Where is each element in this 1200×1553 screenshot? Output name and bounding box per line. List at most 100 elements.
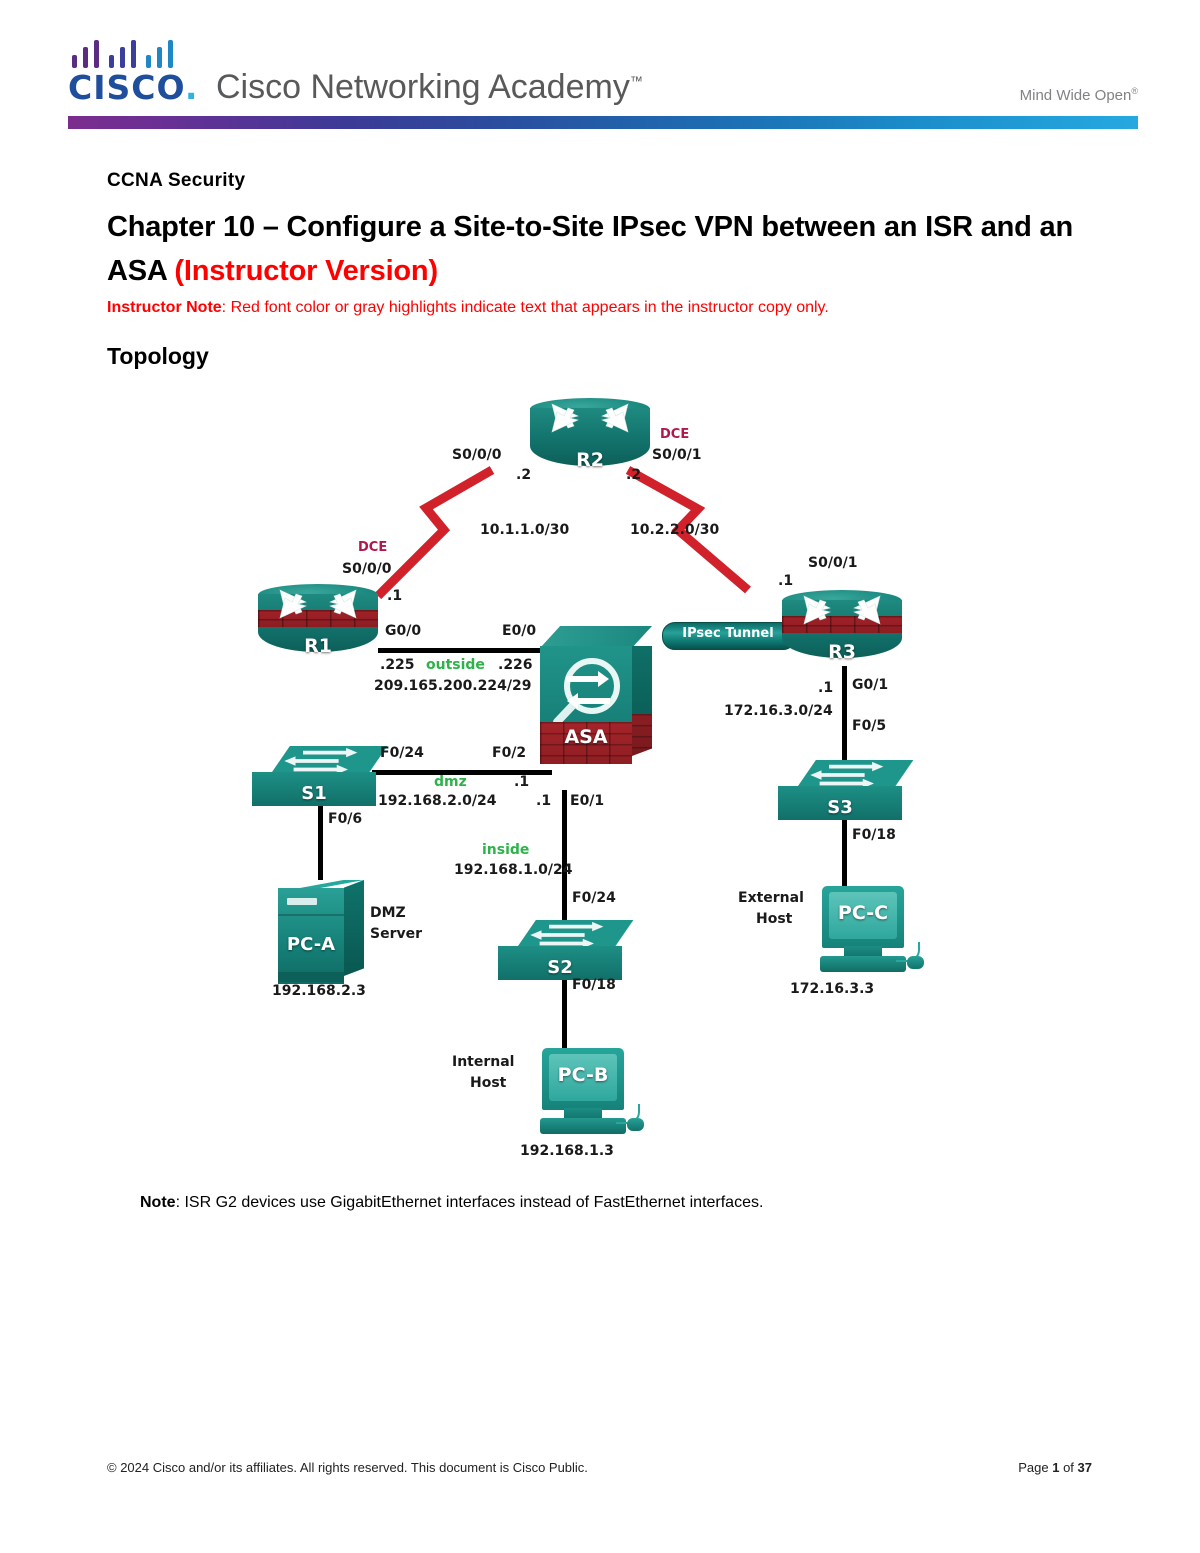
page-title: Chapter 10 – Configure a Site-to-Site IP… (107, 205, 1082, 293)
label-asa-e0-1-ip: .1 (536, 793, 552, 809)
label-r2-s0-0-0-ip: .2 (516, 467, 532, 483)
cisco-bridge-icon (72, 38, 184, 68)
footer-copyright: © 2024 Cisco and/or its affiliates. All … (107, 1460, 588, 1475)
academy-trademark: ™ (629, 73, 643, 89)
pcc-label: PC-C (837, 902, 889, 924)
asa-label: ASA (564, 726, 608, 748)
link-r1-asa (378, 648, 550, 653)
label-net-10-1-1: 10.1.1.0/30 (480, 522, 570, 538)
device-pc-c[interactable]: PC-C (810, 886, 930, 992)
r3-label: R3 (828, 641, 856, 663)
device-s3[interactable]: S3 (770, 760, 918, 822)
label-asa-e0-0-ip: .226 (498, 657, 533, 673)
device-s1[interactable]: S1 (244, 746, 392, 808)
label-pcc-ip: 172.16.3.3 (790, 981, 875, 997)
device-pc-a[interactable]: PC-A (278, 876, 366, 988)
link-s3-pcc (842, 818, 847, 890)
device-r1[interactable]: R1 (258, 584, 378, 662)
label-inside-network: 192.168.1.0/24 (454, 862, 573, 878)
footer-page-middle: of (1059, 1460, 1078, 1475)
serial-link-r1-r2 (374, 466, 495, 600)
pcb-label: PC-B (557, 1064, 609, 1086)
device-asa[interactable]: ASA (540, 626, 652, 776)
label-pcc-role-line2: Host (756, 911, 793, 927)
device-r3[interactable]: R3 (782, 590, 902, 668)
label-s3-f0-5: F0/5 (852, 718, 887, 734)
label-net-10-2-2: 10.2.2.0/30 (630, 522, 720, 538)
asa-firewall-brick (540, 722, 632, 764)
label-r1-s0-0-0-ip: .1 (387, 588, 403, 604)
label-outside-network: 209.165.200.224/29 (374, 678, 532, 694)
label-asa-e0-0: E0/0 (502, 623, 537, 639)
label-dmz-network: 192.168.2.0/24 (378, 793, 497, 809)
r2-label: R2 (576, 449, 604, 471)
page-title-line1: Chapter 10 – Configure a Site-to-Site IP… (107, 211, 973, 243)
device-r2[interactable]: R2 (530, 398, 650, 476)
s1-label: S1 (301, 783, 327, 804)
link-asa-s2 (562, 790, 567, 920)
r2-chassis-body (530, 408, 650, 466)
pca-case-side (344, 880, 364, 976)
instructor-note-label: Instructor Note (107, 299, 222, 316)
pca-drive-slot-icon (287, 898, 317, 905)
academy-title: Cisco Networking Academy™ (216, 68, 643, 107)
label-pcb-role-line1: Internal (452, 1054, 515, 1070)
label-r3-s0-0-1: S0/0/1 (808, 555, 858, 571)
label-r2-s0-0-1-ip: .2 (626, 467, 642, 483)
pcb-screen (549, 1054, 617, 1101)
page-title-line2: and an ASA (107, 211, 1073, 287)
label-r2-dce: DCE (660, 427, 690, 442)
pcc-screen (829, 892, 897, 939)
s2-chassis-top (515, 920, 634, 950)
s3-chassis-top (795, 760, 914, 790)
instructor-note-text: : Red font color or gray highlights indi… (221, 299, 829, 316)
instructor-note: Instructor Note: Red font color or gray … (107, 297, 1087, 319)
router-arrows-icon (551, 403, 629, 433)
isr-note-label: Note (140, 1194, 176, 1211)
pcc-stand-base (820, 956, 906, 972)
s3-chassis-face (778, 786, 902, 820)
label-r3-g0-1: G0/1 (852, 677, 889, 693)
footer-page-total: 37 (1077, 1460, 1092, 1475)
cisco-wordmark-dot: . (184, 68, 199, 107)
page-header: CISCO. Cisco Networking Academy™ Mind Wi… (68, 30, 1138, 130)
pca-label: PC-A (286, 934, 336, 955)
label-zone-inside: inside (482, 842, 530, 858)
label-pcb-role-line2: Host (470, 1075, 507, 1091)
label-r3-g0-1-ip: .1 (818, 680, 834, 696)
ipsec-tunnel-graphic: IPsec Tunnel (662, 622, 796, 650)
cisco-logo: CISCO. (68, 38, 197, 116)
pca-panel-divider (278, 914, 344, 916)
router-arrows-icon (279, 589, 357, 619)
label-s2-f0-18: F0/18 (572, 977, 616, 993)
link-s1-asa (372, 770, 552, 775)
tagline-trademark: ® (1131, 86, 1138, 96)
label-r1-g0-0-ip: .225 (380, 657, 415, 673)
label-zone-outside: outside (426, 657, 485, 673)
s2-chassis-face (498, 946, 622, 980)
tagline: Mind Wide Open® (1020, 86, 1138, 104)
pca-case-base (278, 972, 344, 982)
label-pca-role-line2: Server (370, 926, 423, 942)
s3-label: S3 (827, 797, 853, 818)
label-asa-e0-1: E0/1 (570, 793, 605, 809)
label-s1-f0-6: F0/6 (328, 811, 363, 827)
academy-title-text: Cisco Networking Academy (216, 68, 630, 106)
pcb-stand-neck (564, 1108, 602, 1120)
asa-chassis-top (540, 626, 652, 648)
label-r1-dce: DCE (358, 540, 388, 555)
label-asa-f0-2-ip: .1 (514, 774, 530, 790)
label-r1-s0-0-0: S0/0/0 (342, 561, 392, 577)
inspection-magnifier-icon (553, 658, 620, 726)
s1-chassis-face (252, 772, 376, 806)
footer-page-prefix: Page (1018, 1460, 1053, 1475)
header-gradient-rule (68, 116, 1138, 129)
router-arrows-icon (803, 595, 881, 625)
device-s2[interactable]: S2 (490, 920, 638, 982)
pcc-stand-neck (844, 946, 882, 958)
device-pc-b[interactable]: PC-B (530, 1048, 650, 1154)
label-pcc-role-line1: External (738, 890, 804, 906)
link-r3-s3 (842, 666, 847, 766)
label-r2-s0-0-0: S0/0/0 (452, 447, 502, 463)
